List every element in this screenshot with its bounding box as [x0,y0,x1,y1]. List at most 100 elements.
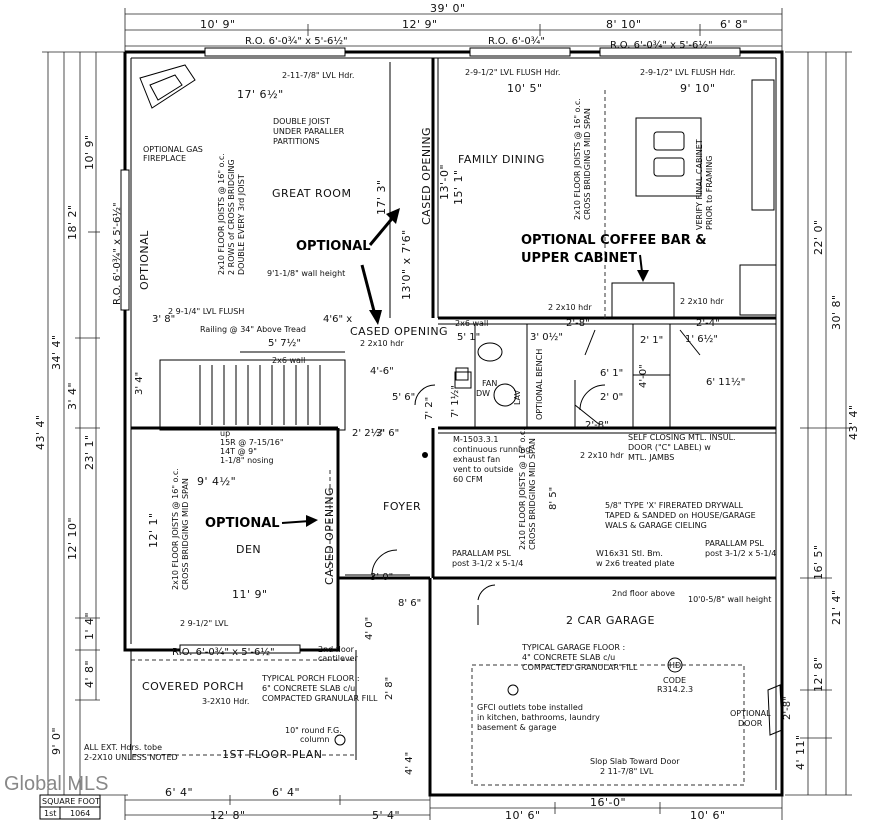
right-dim-e: 12' 8" [812,656,825,692]
note-slope-1: Slop Slab Toward Door [590,757,680,766]
ro-top-mid: R.O. 6'-0¾" [488,36,545,47]
note-gas-fireplace-2: FIREPLACE [143,154,186,163]
left-dim-d: 23' 1" [83,434,96,470]
note-parallam-3: PARALLAM PSL [705,539,764,548]
note-self-closing-1: SELF CLOSING MTL. INSUL. [628,433,736,442]
note-joists-great-2: 2 ROWS of CROSS BRIDGING [227,159,236,275]
note-double-joist-2: UNDER PARALLER [273,127,345,136]
note-dim-2-1: 2' 1" [640,335,663,346]
note-dim-2-8b: 2'-8" [585,420,609,431]
note-stairs-4: 1-1/8" nosing [220,456,274,465]
note-garage-joists: 2x10 FLOOR JOISTS @ 16" o.c. [518,428,527,550]
top-dim-4: 6' 8" [720,18,748,31]
bottom-sub-2: 6' 4" [272,786,300,799]
left-dim-c: 3' 4" [66,382,79,410]
note-great-dim-1: 17' 6½" [237,88,284,101]
bottom-right-2: 16'-0" [590,796,626,809]
note-verify-cab-2: PRIOR to FRAMING [705,156,714,230]
top-dim-3: 8' 10" [606,18,642,31]
note-cased-height: 13'-0" [438,164,451,200]
note-lvl-hdr-1: 2-11-7/8" LVL Hdr. [282,71,354,80]
plan-notes: OPTIONAL GAS FIREPLACE OPTIONAL DOUBLE J… [84,68,793,776]
note-steel-1: W16x31 Stl. Bm. [596,549,663,558]
top-dimensions: 39' 0" 10' 9" 12' 9" 8' 10" 6' 8" R.O. 6… [124,2,783,52]
note-self-closing-3: MTL. JAMBS [628,453,674,462]
note-mech-2: continuous running [453,445,530,454]
right-dim-c: 21' 4" [830,589,843,625]
room-family-dining: FAMILY DINING [458,153,545,166]
note-gfci-1: GFCI outlets tobe installed [477,703,583,712]
note-den-joists: 2x10 FLOOR JOISTS @ 16" o.c. [171,468,180,590]
note-dim-2-8c: 2' 8" [384,677,395,700]
note-lav: LAV [513,389,522,405]
note-porch-hdr: 3-2X10 Hdr. [202,697,249,706]
bottom-left-dim: 12' 8" [210,809,246,822]
note-lvl-flush-left: 2 9-1/4" LVL FLUSH [168,307,244,316]
room-foyer: FOYER [383,500,421,513]
note-parallam-1: PARALLAM PSL [452,549,511,558]
note-dim-4-0b: 4' 0" [364,617,375,640]
note-joists-great: 2x10 FLOOR JOISTS @ 16" o.c. [217,153,226,275]
interior-walls [130,58,783,786]
note-lvl-flush-3: 2-9-1/2" LVL FLUSH Hdr. [640,68,735,77]
note-wall-height: 9'1-1/8" wall height [267,269,345,278]
bottom-sub-1: 6' 4" [165,786,193,799]
note-den-dim-3: 11' 9" [232,588,268,601]
note-porch-3: COMPACTED GRANULAR FILL [262,694,378,703]
note-dim-8-6: 8' 6" [398,598,421,609]
note-dim-6-1: 6' 1" [600,368,623,379]
note-den-joists-2: CROSS BRIDGING MID SPAN [181,478,190,590]
callout-coffee-bar-2: UPPER CABINET [521,251,637,266]
note-steel-2: w 2x6 treated plate [596,559,675,568]
note-wall-2x6b: 2x6 wall [272,356,305,365]
ro-top-left: R.O. 6'-0¾" x 5'-6½" [245,35,348,47]
left-dimensions: 43' 4" 34' 4" 18' 2" 10' 9" 3' 4" 23' 1"… [34,51,128,796]
bottom-mid-dim: 5' 4" [372,809,400,822]
note-dim-4-6b: 4'-6" [370,366,394,377]
note-slope-2: 2 11-7/8" LVL [600,767,654,776]
note-porch-2: 6" CONCRETE SLAB c/u [262,684,355,693]
room-den: DEN [236,543,261,556]
left-dim-b: 10' 9" [83,134,96,170]
bottom-right-3: 10' 6" [690,809,726,822]
note-mech-3: exhaust fan [453,455,500,464]
top-dim-1: 10' 9" [200,18,236,31]
note-cantilever-2: cantilever [318,654,359,663]
note-dim-2-4: 2'-4" [696,318,720,329]
note-stairs-1: up [220,429,230,438]
note-lvl-den: 2 9-1/2" LVL [180,619,229,628]
note-fam-dim-1: 10' 5" [507,82,543,95]
left-dim-e: 12' 10" [66,517,79,560]
lav-fixture [493,383,517,407]
note-joists-great-3: DOUBLE EVERY 3rd JOIST [237,174,246,275]
note-wall-2x6: 2x6 wall [455,319,488,328]
room-garage: 2 CAR GARAGE [566,614,655,627]
note-dim-7-2: 7' 2" [424,397,435,420]
note-optional-bench: OPTIONAL BENCH [535,349,544,420]
watermark: Global MLS [4,773,109,795]
note-dim-2-8d: 2'-8" [782,696,793,720]
exterior-walls [120,47,784,797]
note-cased-opening-1: CASED OPENING [420,127,433,225]
note-verify-cab-1: VERIFY FINAL CABINET [695,139,704,230]
note-gfci-3: basement & garage [477,723,557,732]
note-dim-3-8: 3' 8" [152,314,175,325]
note-ro-den: R.O. 6'-0¾" x 5'-6½" [172,646,275,658]
note-dim-4-0: 4'-0" [638,364,649,388]
note-fam-dim-3: 15' 1" [452,169,465,205]
note-garage-wall: 10'0-5/8" wall height [688,595,771,604]
note-double-joist-3: PARTITIONS [273,137,320,146]
note-column-2: column [300,735,329,744]
note-den-dim-1: 9' 4½" [197,475,236,488]
note-column-1: 10" round F.G. [285,726,342,735]
note-hd-code-1: CODE [663,676,686,685]
note-mech-4: vent to outside [453,465,514,474]
note-drywall-3: WALS & GARAGE CIELING [605,521,707,530]
right-dim-f: 4' 11" [794,734,807,770]
note-fan: FAN [482,379,497,388]
note-dw: DW [476,389,490,398]
right-outer-dim: 43' 4" [847,404,860,440]
note-railing: Railing @ 34" Above Tread [200,325,306,334]
sq-foot-header: SQUARE FOOT [42,797,100,806]
note-drywall-2: TAPED & SANDED on HOUSE/GARAGE [604,511,756,520]
